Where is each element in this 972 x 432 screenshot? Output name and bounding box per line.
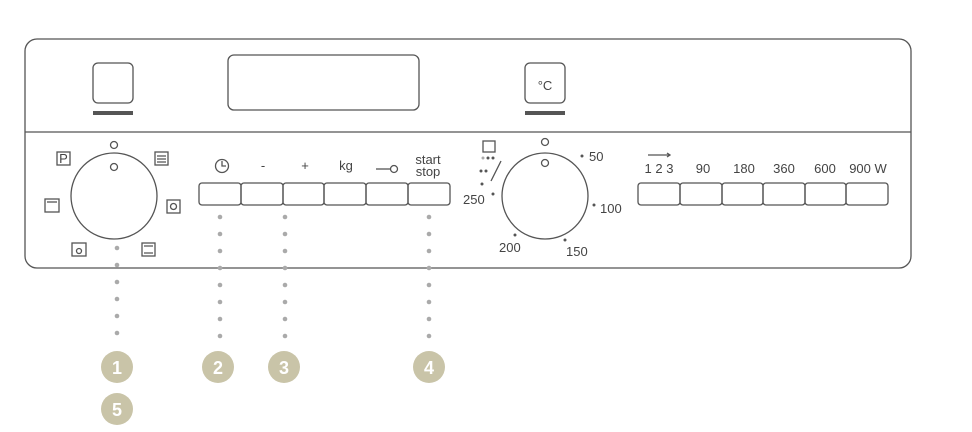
- start-label: start: [415, 152, 441, 167]
- p-mode-icon: [56, 151, 71, 166]
- arrow-icon: [648, 152, 672, 158]
- left-buttons: [198, 182, 451, 206]
- leader-dot: [217, 333, 223, 339]
- leader-dot: [426, 231, 432, 237]
- temp-tick-150: 150: [566, 244, 588, 259]
- leader-dot: [114, 245, 120, 251]
- key-lock-icon: [376, 164, 399, 174]
- leader-dot: [282, 231, 288, 237]
- callout-3: 3: [268, 351, 300, 383]
- power-button-90[interactable]: [679, 182, 723, 206]
- svg-text:2: 2: [213, 358, 223, 378]
- plus-button[interactable]: [282, 182, 325, 206]
- minus-button[interactable]: [240, 182, 284, 206]
- temp-tick-100: 100: [600, 201, 622, 216]
- fan-icon: [166, 199, 181, 214]
- leader-dot: [114, 313, 120, 319]
- callout-5: 5: [101, 393, 133, 425]
- leader-dot: [282, 214, 288, 220]
- leader-dot: [282, 299, 288, 305]
- power-button-180[interactable]: [721, 182, 764, 206]
- function-knob[interactable]: [70, 140, 158, 240]
- kg-button[interactable]: [323, 182, 367, 206]
- top-bottom-heat-icon: [141, 242, 156, 257]
- leader-dot: [114, 279, 120, 285]
- leader-dot: [426, 265, 432, 271]
- celsius-bar: [525, 111, 565, 115]
- svg-text:5: 5: [112, 400, 122, 420]
- temperature-knob[interactable]: [501, 137, 589, 240]
- off-icon: [109, 140, 119, 150]
- leader-dot: [217, 265, 223, 271]
- temp-tick-200: 200: [499, 240, 521, 255]
- power-label-123: 1 2 3: [645, 161, 674, 176]
- child-lock-button[interactable]: [365, 182, 409, 206]
- power-label-600: 600: [814, 161, 836, 176]
- grill-icon: [44, 198, 60, 213]
- leader-dot: [282, 333, 288, 339]
- clock-icon: [214, 158, 230, 174]
- callout-2: 2: [202, 351, 234, 383]
- power-button-123[interactable]: [637, 182, 681, 206]
- leader-dot: [426, 299, 432, 305]
- leader-dot: [217, 282, 223, 288]
- indicator-light: [92, 62, 134, 104]
- power-button-360[interactable]: [762, 182, 806, 206]
- leader-dot: [282, 316, 288, 322]
- leader-dots: [114, 214, 432, 339]
- panel-outline: [24, 38, 912, 269]
- leader-dot: [282, 265, 288, 271]
- leader-dot: [217, 214, 223, 220]
- power-label-900w: 900 W: [849, 161, 887, 176]
- power-label-360: 360: [773, 161, 795, 176]
- leader-dot: [426, 248, 432, 254]
- callout-1: 1: [101, 351, 133, 383]
- celsius-label: °C: [538, 78, 553, 93]
- stop-label: stop: [416, 164, 441, 179]
- power-label-180: 180: [733, 161, 755, 176]
- svg-text:3: 3: [279, 358, 289, 378]
- leader-dot: [217, 299, 223, 305]
- leader-dot: [282, 248, 288, 254]
- microwave-icon: [154, 151, 169, 166]
- temp-tick-50: 50: [589, 149, 603, 164]
- knob-marker: [109, 162, 119, 172]
- fan-grill-icon: [71, 242, 87, 257]
- leader-dot: [114, 262, 120, 268]
- leader-dot: [426, 282, 432, 288]
- power-buttons: [637, 182, 889, 206]
- kg-label: kg: [339, 158, 353, 173]
- p-mode-label: P: [59, 151, 68, 166]
- callout-4: 4: [413, 351, 445, 383]
- leader-dot: [217, 231, 223, 237]
- knob-marker: [540, 158, 550, 168]
- off-icon: [540, 137, 550, 147]
- svg-text:4: 4: [424, 358, 434, 378]
- power-label-90: 90: [696, 161, 710, 176]
- power-button-600[interactable]: [804, 182, 847, 206]
- leader-dot: [426, 316, 432, 322]
- minus-label: -: [261, 158, 265, 173]
- temp-tick-250: 250: [463, 192, 485, 207]
- clock-button[interactable]: [198, 182, 242, 206]
- leader-dot: [426, 214, 432, 220]
- leader-dot: [426, 333, 432, 339]
- leader-dot: [282, 282, 288, 288]
- display: [227, 54, 420, 111]
- leader-dot: [114, 296, 120, 302]
- svg-text:1: 1: [112, 358, 122, 378]
- plus-label: +: [301, 158, 309, 173]
- celsius-indicator: [524, 62, 566, 104]
- grill-levels-icon: [479, 140, 596, 242]
- start-stop-button[interactable]: [407, 182, 451, 206]
- leader-dot: [114, 330, 120, 336]
- leader-dot: [217, 316, 223, 322]
- power-button-900w[interactable]: [845, 182, 889, 206]
- indicator-bar: [93, 111, 133, 115]
- leader-dot: [217, 248, 223, 254]
